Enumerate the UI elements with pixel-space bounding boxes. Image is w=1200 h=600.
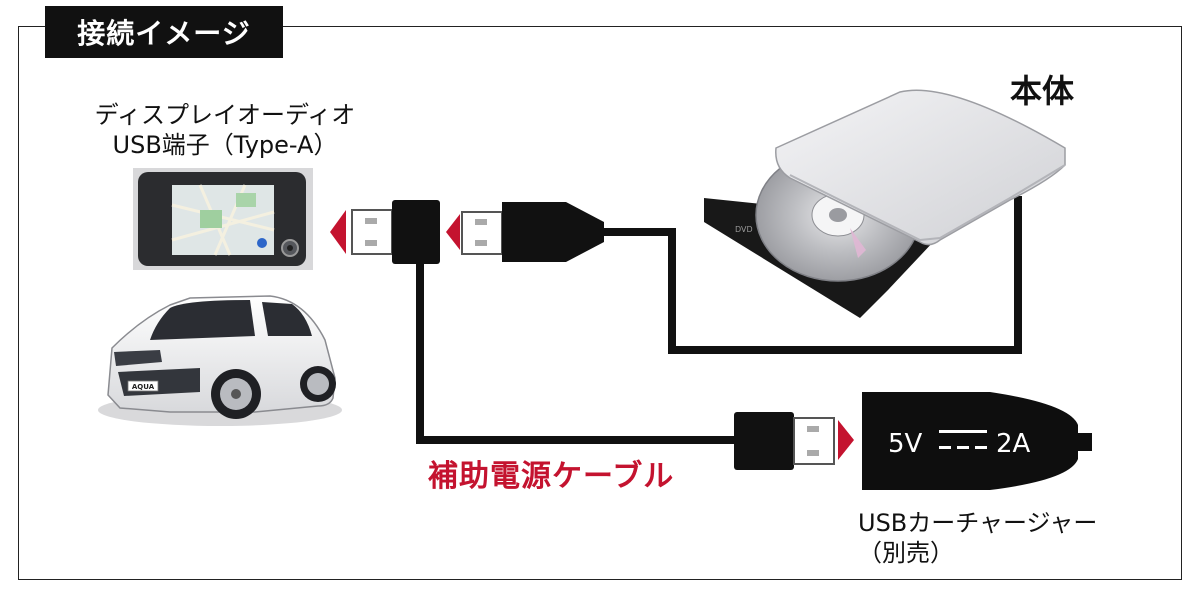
- diagram-title: 接続イメージ: [45, 6, 283, 58]
- display-audio-label-line2: USB端子（Type-A）: [112, 131, 338, 159]
- charger-label-line1: USBカーチャージャー: [858, 509, 1098, 537]
- display-audio-label-line1: ディスプレイオーディオ: [94, 101, 356, 129]
- cables: [416, 196, 1022, 444]
- car-badge: AQUA: [132, 383, 155, 391]
- usb-plug-drive-cable: [446, 202, 604, 262]
- usb-plug-display: [330, 200, 440, 264]
- drive-badge: DVD: [735, 225, 753, 234]
- arrow-to-charger-icon: [838, 420, 854, 460]
- main-unit-label: 本体: [1010, 72, 1075, 110]
- cable-label: 補助電源ケーブル: [428, 459, 675, 494]
- power-cable: [416, 246, 738, 444]
- car-charger-image: 5V 2A: [862, 392, 1092, 490]
- display-audio-label: ディスプレイオーディオ USB端子（Type-A）: [60, 100, 390, 160]
- usb-plug-charger: [734, 412, 854, 470]
- arrow-to-adapter-icon: [446, 214, 460, 250]
- drive-cable: [600, 196, 1022, 354]
- charger-current: 2A: [996, 429, 1031, 459]
- diagram-frame: [18, 26, 1182, 580]
- display-audio-image: [133, 168, 313, 270]
- charger-label: USBカーチャージャー （別売）: [858, 508, 1097, 568]
- arrow-to-display-icon: [330, 210, 346, 254]
- charger-voltage: 5V: [888, 429, 923, 459]
- car-image: AQUA: [98, 295, 342, 426]
- dc-symbol-icon: [939, 430, 987, 449]
- charger-label-line2: （別売）: [858, 539, 954, 567]
- dvd-drive-image: DVD: [704, 89, 1066, 318]
